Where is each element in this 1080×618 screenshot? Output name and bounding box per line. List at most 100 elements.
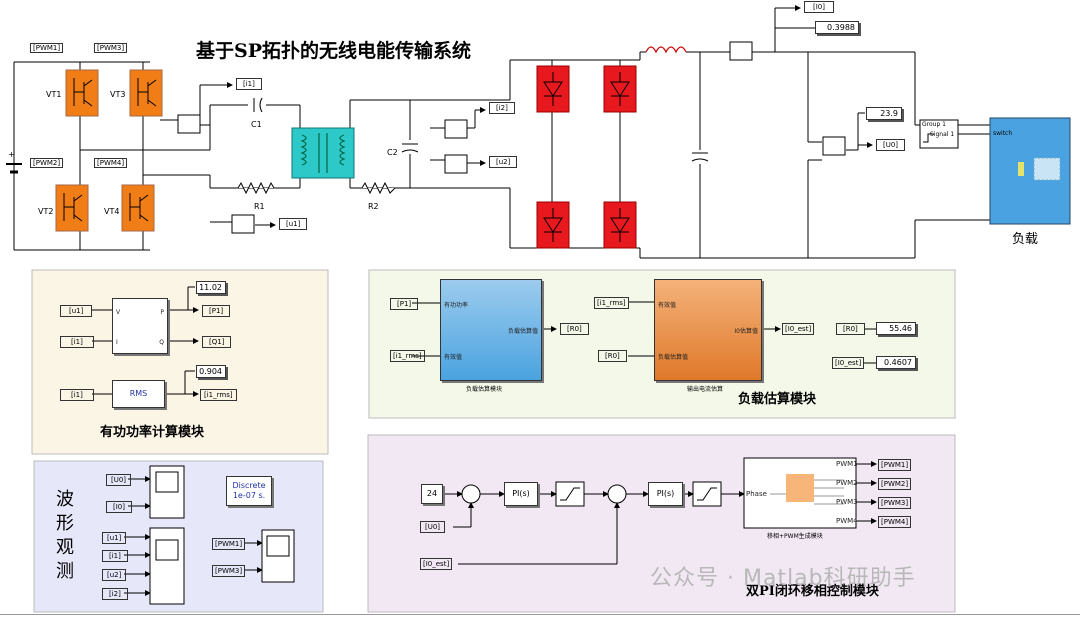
diode-d2 [536,201,570,249]
from-tag-i1-rms-load[interactable]: [i1_rms] [390,350,425,362]
scope-in-u0[interactable]: [U0] [106,474,132,486]
scope-in-u1[interactable]: [u1] [102,532,127,544]
switch-label-vt4: VT4 [104,207,120,216]
from-tag-r0[interactable]: [R0] [598,350,627,362]
capacitor-c2 [401,140,419,154]
pwm-port-4: PWM4 [836,517,858,525]
label-c1: C1 [251,120,262,129]
label-r1: R1 [254,202,265,211]
scope-in-i1[interactable]: [i1] [102,550,128,562]
wave-title-char-3: 观 [56,537,74,558]
igbt-vt3 [129,69,163,117]
goto-tag-u2[interactable]: [u2] [489,156,518,168]
goto-tag-i0-est[interactable]: [I0_est] [782,323,815,335]
scope-3 [261,529,295,583]
pwm-port-2: PWM2 [836,479,858,487]
from-tag-u0[interactable]: [U0] [420,521,446,533]
cur-est-in2: 负载估算值 [658,354,689,361]
rms-block[interactable]: RMS [112,380,165,408]
goto-tag-pwm4[interactable]: [PWM4] [878,516,912,528]
output-current-estimation-subsystem[interactable]: 有效值 负载估算值 I0估算值 [654,279,762,381]
goto-tag-p1[interactable]: [P1] [202,305,231,317]
display-u0: 23.9 [866,107,902,120]
load-est-in1: 有功功率 [444,302,469,309]
igbt-vt4 [121,184,155,232]
scope-in-i2[interactable]: [i2] [102,588,128,600]
pwm1-from-tag[interactable]: [PWM1] [30,43,64,53]
watermark: 公众号 · Matlab科研助手 [650,566,916,591]
cur-est-out: I0估算值 [734,328,758,335]
goto-tag-i0[interactable]: [I0] [804,1,834,13]
pi-controller-1[interactable]: PI(s) [504,482,538,506]
from-tag-p1[interactable]: [P1] [390,298,419,310]
igbt-vt1 [65,69,99,117]
goto-tag-pwm3[interactable]: [PWM3] [878,497,912,509]
from-tag-i1-rms-2[interactable]: [i1_rms] [594,297,629,309]
scope-1 [149,465,185,519]
pwm4-from-tag[interactable]: [PWM4] [94,158,128,168]
voltage-meter-u2 [444,154,468,174]
port-p: P [160,309,164,316]
current-meter-i0 [729,41,753,61]
wave-title-char-1: 波 [56,489,74,510]
goto-tag-pwm2[interactable]: [PWM2] [878,478,912,490]
port-i: I [116,339,118,346]
cur-est-in1: 有效值 [658,302,677,309]
load-panel-title: 负载估算模块 [738,392,817,407]
load-switch-port: switch [993,130,1013,137]
power-panel-title: 有功功率计算模块 [100,425,205,440]
goto-tag-i1-rms[interactable]: [i1_rms] [200,389,237,401]
from-tag-i1[interactable]: [i1] [60,336,94,348]
capacitor-c1 [248,97,266,113]
diagram-title: 基于SP拓扑的无线电能传输系统 [196,40,472,62]
diode-d3 [603,65,637,113]
diode-d1 [536,65,570,113]
load-estimation-subsystem[interactable]: 有功功率 有效值 负载估算值 [440,279,542,381]
voltage-meter-u0 [822,136,846,156]
from-tag-r0-disp[interactable]: [R0] [836,323,865,335]
goto-tag-u1[interactable]: [u1] [279,218,308,230]
scope-in-pwm3[interactable]: [PWM3] [212,565,246,577]
current-meter-i1 [177,114,201,134]
signal-group-label: Group 1 [922,121,946,128]
load-est-caption: 负载估算模块 [466,386,503,393]
diode-d4 [603,201,637,249]
pwm-port-1: PWM1 [836,460,858,468]
pi-panel-title: 双PI闭环移相控制模块 [746,584,879,599]
sum-junction-1 [461,484,481,504]
powergui-block[interactable]: Discrete 1e-07 s. [226,476,272,506]
goto-tag-i2[interactable]: [i2] [489,102,515,114]
load-label: 负载 [1012,232,1039,247]
display-i0: 0.3988 [815,21,859,34]
scope-in-pwm1[interactable]: [PWM1] [212,538,246,550]
bottom-divider [0,614,1080,615]
resistor-r1 [237,181,275,195]
from-tag-i0-est-disp[interactable]: [I0_est] [832,357,865,369]
goto-tag-r0[interactable]: [R0] [560,323,589,335]
label-c2: C2 [387,148,398,157]
pwm2-from-tag[interactable]: [PWM2] [30,158,64,168]
goto-tag-i1[interactable]: [i1] [236,78,262,90]
wave-title-char-4: 测 [56,561,74,582]
igbt-vt2 [55,184,89,232]
goto-tag-q1[interactable]: [Q1] [202,336,232,348]
from-tag-i1-rms-in[interactable]: [i1] [60,389,94,401]
constant-block[interactable]: 24 [421,484,443,504]
switch-label-vt3: VT3 [110,90,126,99]
sum-junction-2 [607,484,627,504]
scope-in-u2[interactable]: [u2] [102,569,127,581]
load-switch-icon [1018,162,1024,176]
powergui-mode: Discrete [232,481,266,490]
pi-controller-2[interactable]: PI(s) [648,482,683,506]
capacitor-output [691,150,709,164]
goto-tag-pwm1[interactable]: [PWM1] [878,459,912,471]
switch-label-vt1: VT1 [46,90,62,99]
power-measurement-block[interactable]: V I P Q [112,298,168,354]
from-tag-i0-est[interactable]: [I0_est] [420,558,453,570]
scope-in-i0[interactable]: [I0] [106,501,132,513]
from-tag-u1[interactable]: [u1] [60,305,93,317]
load-est-in2: 有效值 [444,354,463,361]
signal-name-label: Signal 1 [930,131,955,138]
goto-tag-u0[interactable]: [U0] [876,139,906,151]
pwm3-from-tag[interactable]: [PWM3] [94,43,128,53]
